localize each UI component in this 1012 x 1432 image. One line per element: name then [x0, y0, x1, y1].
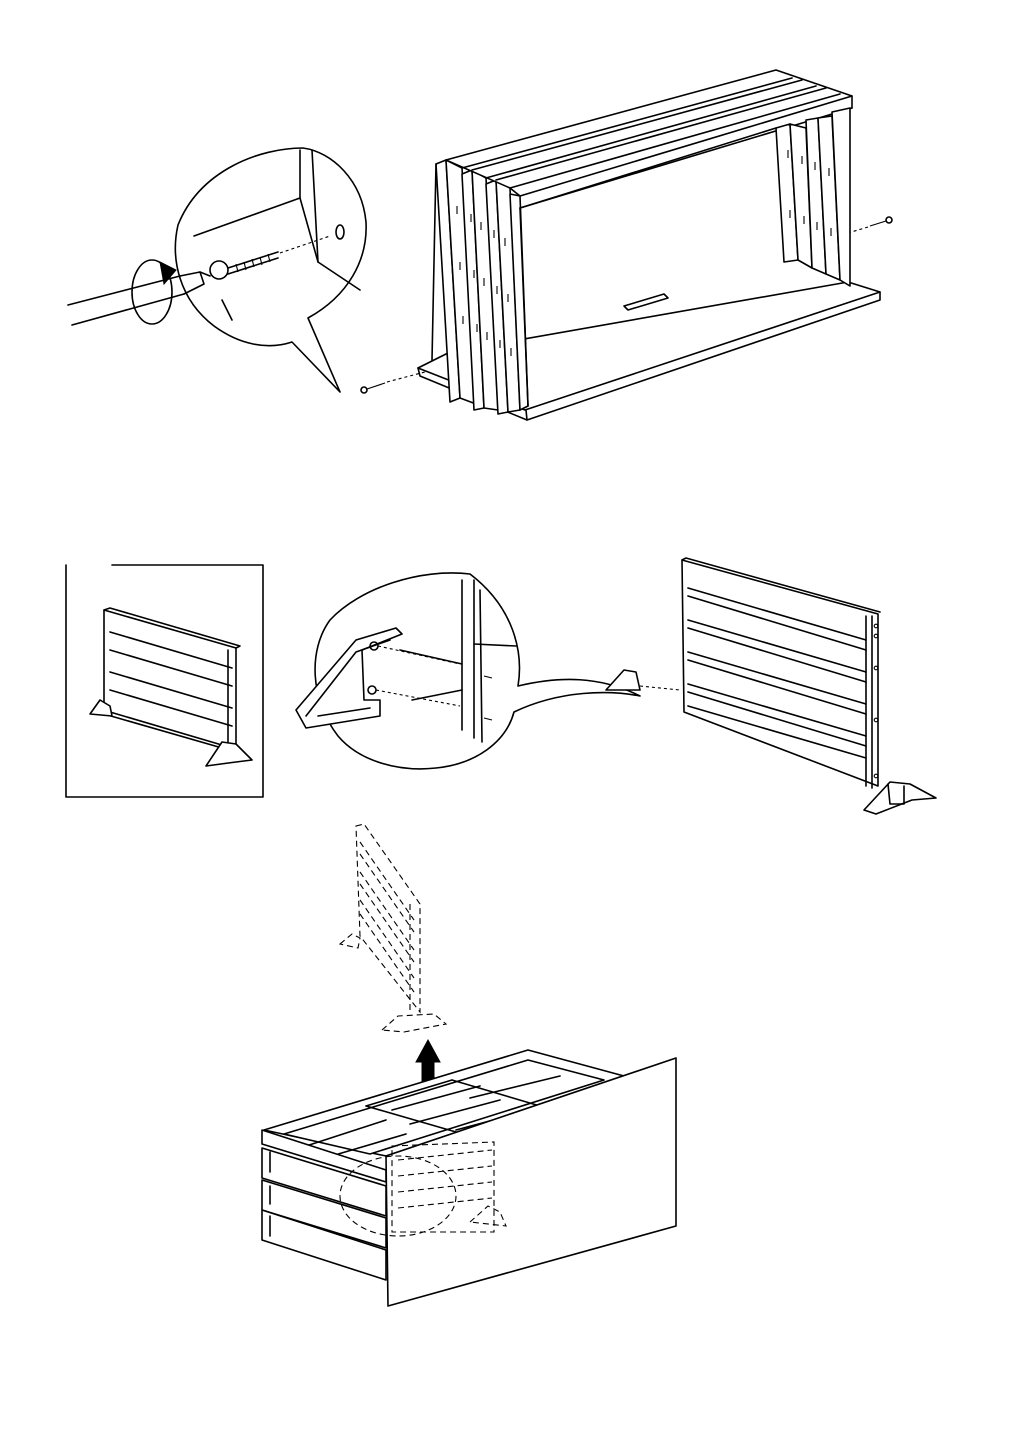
step-21-quantity-box [65, 564, 264, 798]
step-22-drawer-box [261, 1049, 677, 1307]
step-20-screw-detail-callout [67, 147, 367, 393]
screw-right-icon [847, 216, 893, 234]
step-22-panel-ghost [338, 823, 448, 1033]
screw-106660-icon [209, 235, 331, 280]
step-20-cabinet-frame [417, 69, 881, 421]
step-21-panel-assembly [605, 557, 937, 815]
screw-left-icon [360, 367, 441, 394]
step-21-bracket-detail-callout [295, 572, 641, 770]
screwdriver-icon [67, 259, 211, 326]
bracket-118810-icon [295, 627, 403, 729]
